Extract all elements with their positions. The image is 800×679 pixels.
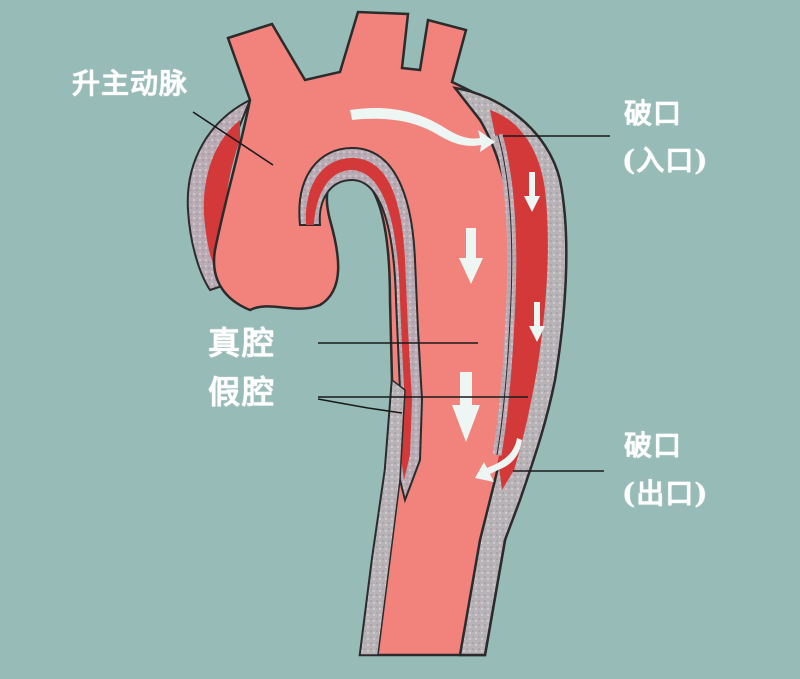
exit-tear-title: 破口 bbox=[624, 429, 683, 462]
descending-left-wall bbox=[359, 378, 406, 656]
true-lumen-down-arrow-icon bbox=[459, 228, 483, 284]
arch-flow-arrow-icon bbox=[350, 108, 495, 152]
false-lumen-down-arrow-icon bbox=[524, 172, 540, 212]
entry-tear-subtitle: (入口) bbox=[622, 144, 709, 177]
entry-tear-title: 破口 bbox=[624, 97, 683, 130]
ascending-aorta-leader bbox=[192, 111, 274, 166]
leader-lines bbox=[192, 111, 610, 472]
exit-tear-subtitle: (出口) bbox=[622, 477, 709, 510]
false-lumen-label: 假腔 bbox=[208, 373, 277, 411]
ascending-aorta-label: 升主动脉 bbox=[72, 67, 189, 100]
exit-flow-arrow-icon bbox=[475, 438, 522, 482]
arch-inner-false-lumen bbox=[298, 146, 424, 504]
false-lumen-leader-left bbox=[317, 398, 403, 414]
flow-arrows bbox=[350, 108, 545, 482]
true-lumen-label: 真腔 bbox=[208, 324, 277, 362]
false-lumen-down-arrow-icon bbox=[529, 302, 545, 342]
ascending-false-lumen bbox=[186, 97, 252, 292]
true-lumen-down-arrow-icon bbox=[452, 372, 480, 442]
